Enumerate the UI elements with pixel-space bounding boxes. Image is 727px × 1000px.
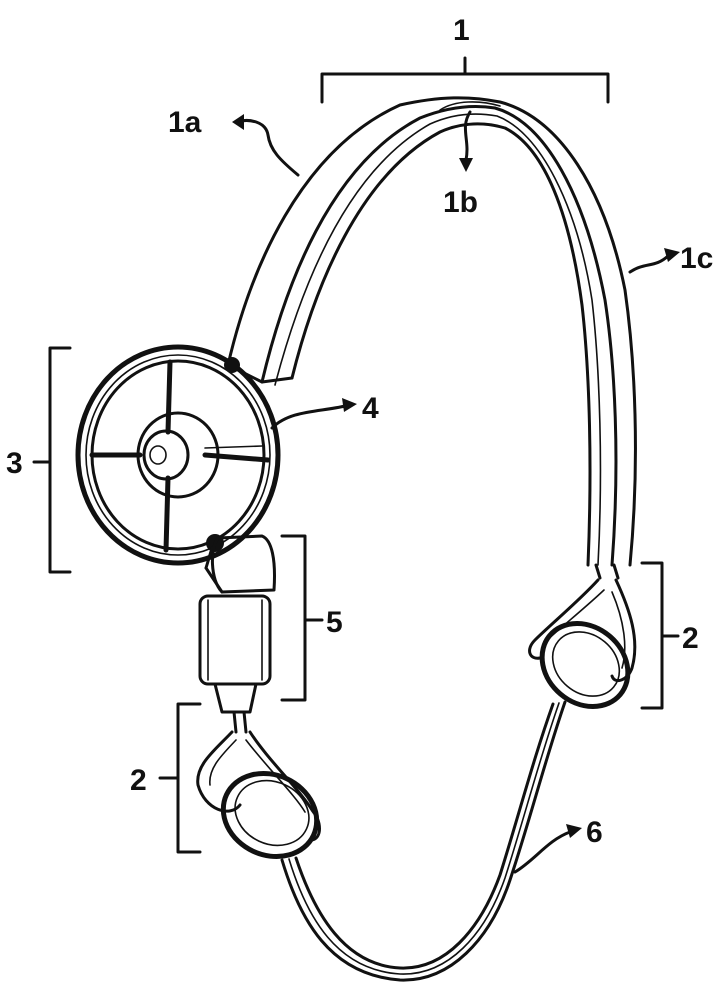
bracket-ear-left xyxy=(160,704,200,852)
connector-body xyxy=(200,596,270,684)
lower-cord-center xyxy=(289,703,559,974)
lower-cord-edge-outer xyxy=(282,702,565,980)
lower-cord-edge-inner xyxy=(296,704,553,968)
leader-1b xyxy=(465,112,470,160)
bracket-wheel xyxy=(34,348,70,572)
ear-piece-upper xyxy=(525,565,644,724)
connector xyxy=(200,536,275,712)
lower-cord xyxy=(282,702,565,980)
headband-middle-edge xyxy=(262,106,616,565)
label-hub: 4 xyxy=(362,392,379,425)
leader-4 xyxy=(272,406,345,428)
bracket-connector xyxy=(282,536,322,700)
callouts xyxy=(34,58,680,872)
label-headband: 1 xyxy=(453,14,470,47)
leader-1c xyxy=(630,256,668,272)
headband-inner-edge-b xyxy=(292,124,590,565)
arrow-1c xyxy=(664,248,680,262)
arrow-1b xyxy=(459,158,473,172)
arrow-1a xyxy=(232,114,244,130)
ear-piece-lower-stem xyxy=(234,712,246,732)
label-ear-piece-left: 2 xyxy=(130,764,147,797)
connector-neck xyxy=(215,684,256,712)
label-lower-cord: 6 xyxy=(586,816,603,849)
wheel-top-nub xyxy=(224,357,240,373)
ear-piece-lower xyxy=(198,712,331,872)
label-connector: 5 xyxy=(326,606,343,639)
wheel-spoke-top xyxy=(168,362,170,432)
label-middle-band: 1b xyxy=(443,186,478,219)
wheel-spoke-right xyxy=(205,455,268,460)
label-inner-band: 1c xyxy=(680,242,713,275)
ear-cup-upper xyxy=(525,606,644,723)
label-wheel-assembly: 3 xyxy=(6,447,23,480)
bracket-headband xyxy=(322,58,608,102)
connector-body-edge xyxy=(208,600,262,680)
arrow-6 xyxy=(566,824,582,838)
wheel-spoke-bottom xyxy=(166,478,168,550)
hub-core xyxy=(150,446,166,464)
arrow-4 xyxy=(342,398,357,412)
label-outer-band: 1a xyxy=(168,106,202,139)
bracket-ear-right xyxy=(642,563,678,708)
wheel-spoke-right-2 xyxy=(205,446,262,448)
label-ear-piece-right: 2 xyxy=(682,622,699,655)
ear-piece-upper-stem xyxy=(596,565,618,578)
leader-1a xyxy=(236,121,298,175)
ear-cup-lower xyxy=(210,758,331,871)
wheel-assembly xyxy=(78,347,278,563)
